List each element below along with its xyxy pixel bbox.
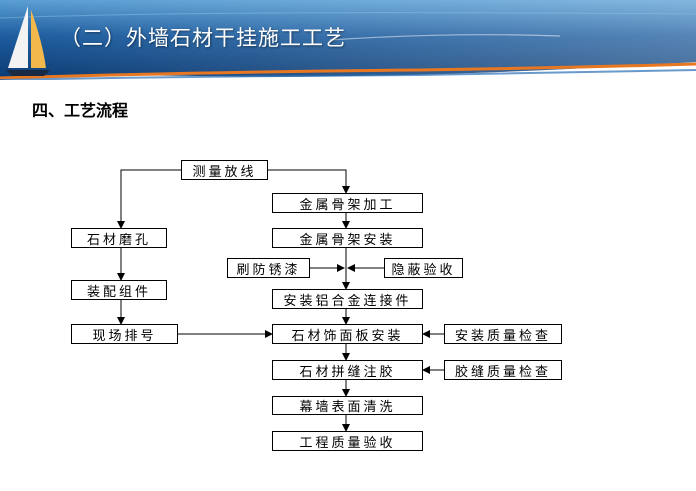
step-frame-install: 金属骨架安装 (272, 228, 423, 248)
step-anti-rust: 刷防锈漆 (227, 258, 310, 278)
step-concealed-check: 隐蔽验收 (384, 258, 463, 278)
step-final-check: 工程质量验收 (272, 431, 423, 451)
sea-banner-graphic (0, 0, 696, 80)
step-panel-install: 石材饰面板安装 (272, 324, 423, 344)
step-frame-process: 金属骨架加工 (272, 193, 423, 213)
step-measure: 测量放线 (181, 160, 268, 180)
step-site-arrange: 现场排号 (71, 324, 178, 344)
step-stone-drill: 石材磨孔 (71, 228, 167, 248)
step-joint-qc: 胶缝质量检查 (444, 360, 562, 380)
step-connector-install: 安装铝合金连接件 (272, 289, 423, 309)
step-install-qc: 安装质量检查 (444, 324, 562, 344)
slide-title: （二）外墙石材干挂施工工艺 (60, 26, 346, 50)
step-wall-clean: 幕墙表面清洗 (272, 396, 423, 415)
header-banner: （二）外墙石材干挂施工工艺 (0, 0, 696, 80)
connector-measure-to-frame (268, 169, 350, 194)
sailboat-icon (6, 6, 50, 76)
connector-measure-to-drill (117, 169, 181, 229)
step-joint-glue: 石材拼缝注胶 (272, 360, 423, 380)
section-heading: 四、工艺流程 (32, 101, 129, 120)
step-assemble: 装配组件 (71, 280, 167, 300)
